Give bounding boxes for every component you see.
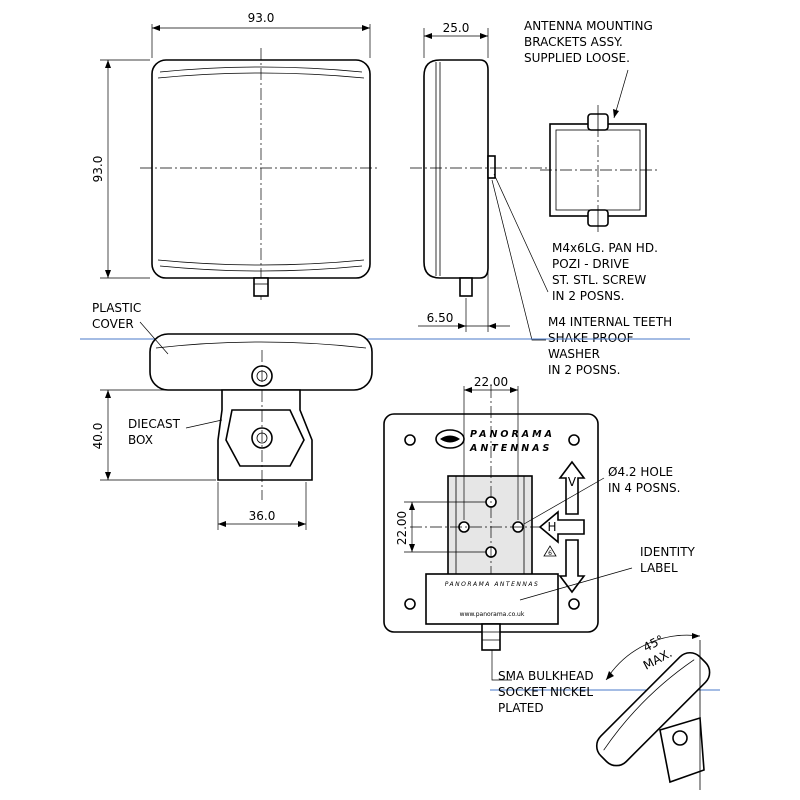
pol-triangle-icon: [543, 545, 557, 557]
note-washer-line2: SHAKE PROOF: [548, 331, 634, 345]
note-hole-line2: IN 4 POSNS.: [608, 481, 681, 495]
front-connector: [253, 277, 269, 297]
dim-hole-spacing-v: 22.00: [395, 511, 409, 545]
note-sma: SMA BULKHEAD SOCKET NICKEL PLATED: [498, 669, 594, 715]
leader-arrow: [613, 109, 619, 118]
dim-front-height: 93.0: [91, 156, 105, 183]
note-sma-line3: PLATED: [498, 701, 544, 715]
side-bracket-stub: [487, 155, 496, 179]
corner-hole: [404, 434, 416, 446]
pol-mark: 6: [548, 550, 552, 557]
brand-line1: PANORAMA: [470, 429, 555, 440]
note-hole-line1: Ø4.2 HOLE: [608, 465, 673, 479]
front-view: 93.0 93.0: [91, 11, 380, 300]
dim-arrows: [458, 323, 496, 329]
dim-hole-spacing-h: 22.00: [474, 375, 508, 389]
bracket-detail: [540, 69, 660, 232]
pol-v: V: [568, 475, 577, 489]
note-identity-line1: IDENTITY: [640, 545, 696, 559]
side-connector: [459, 277, 473, 297]
leader-identity: [519, 567, 633, 601]
note-washer-line3: WASHER: [548, 347, 600, 361]
side-view: 25.0 6.50: [410, 21, 560, 332]
note-plastic-cover: PLASTIC COVER: [92, 301, 141, 331]
label-website: www.panorama.co.uk: [460, 611, 525, 618]
pol-arrow-left-icon: [538, 510, 585, 544]
identity-label: [425, 573, 559, 625]
note-identity-label: IDENTITY LABEL: [640, 545, 696, 575]
leader-plastic-cover: [139, 321, 169, 355]
brand-logo-mark: [440, 435, 460, 443]
note-screw-line3: ST. STL. SCREW: [552, 273, 646, 287]
cover-ridge: [155, 341, 367, 349]
note-plastic-cover-line2: COVER: [92, 317, 134, 331]
note-washer-line1: M4 INTERNAL TEETH: [548, 315, 672, 329]
corner-hole: [568, 434, 580, 446]
dim-front-width: 93.0: [248, 11, 275, 25]
leader-diecast-box: [185, 419, 223, 429]
leader-hole: [523, 477, 605, 525]
tilt-arc: [605, 634, 701, 681]
note-brackets-line3: SUPPLIED LOOSE.: [524, 51, 630, 65]
tilted-box: [659, 716, 705, 784]
side-housing: [423, 59, 489, 279]
pol-arrow-down-icon: [558, 539, 586, 594]
label-brand: PANORAMA ANTENNAS: [445, 581, 540, 588]
bottom-view: 40.0 36.0: [91, 321, 373, 530]
dim-box-width: 36.0: [249, 509, 276, 523]
pol-h: H: [547, 520, 556, 534]
rear-view: PANORAMA ANTENNAS PANORAMA ANTENNAS www.…: [383, 375, 633, 681]
tilted-cover: [595, 651, 711, 767]
note-screw-line2: POZI - DRIVE: [552, 257, 629, 271]
note-diecast-box: DIECAST BOX: [128, 417, 181, 447]
dim-side-depth: 25.0: [443, 21, 470, 35]
note-washer-line4: IN 2 POSNS.: [548, 363, 621, 377]
front-top-ridge: [159, 66, 363, 73]
tilted-cover-ridge: [603, 659, 695, 751]
note-screw-line1: M4x6LG. PAN HD.: [552, 241, 658, 255]
corner-hole: [568, 598, 580, 610]
note-brackets-line1: ANTENNA MOUNTING: [524, 19, 653, 33]
note-sma-line1: SMA BULKHEAD: [498, 669, 594, 683]
corner-hole: [404, 598, 416, 610]
leader-sma: [491, 650, 512, 681]
note-washer: M4 INTERNAL TEETH SHAKE PROOF WASHER IN …: [491, 179, 672, 377]
pol-arrow-up-icon: [558, 460, 586, 515]
rear-connector: [481, 623, 501, 651]
tilted-view: 45° MAX.: [595, 632, 711, 790]
note-hole: Ø4.2 HOLE IN 4 POSNS.: [608, 465, 681, 495]
note-sma-line2: SOCKET NICKEL: [498, 685, 593, 699]
note-screw: M4x6LG. PAN HD. POZI - DRIVE ST. STL. SC…: [493, 173, 658, 303]
dim-connector-offset: 6.50: [427, 311, 454, 325]
note-screw-line4: IN 2 POSNS.: [552, 289, 625, 303]
tilted-bolt: [672, 730, 688, 746]
note-identity-line2: LABEL: [640, 561, 678, 575]
leader-brackets: [613, 69, 629, 119]
note-brackets-line2: BRACKETS ASSY.: [524, 35, 623, 49]
brand-line2: ANTENNAS: [469, 443, 552, 454]
note-diecast-box-line1: DIECAST: [128, 417, 181, 431]
note-diecast-box-line2: BOX: [128, 433, 153, 447]
dim-box-height: 40.0: [91, 423, 105, 450]
leader-screw: [493, 173, 549, 293]
note-plastic-cover-line1: PLASTIC: [92, 301, 141, 315]
leader-washer: [491, 179, 546, 341]
note-brackets: ANTENNA MOUNTING BRACKETS ASSY. SUPPLIED…: [524, 19, 653, 65]
